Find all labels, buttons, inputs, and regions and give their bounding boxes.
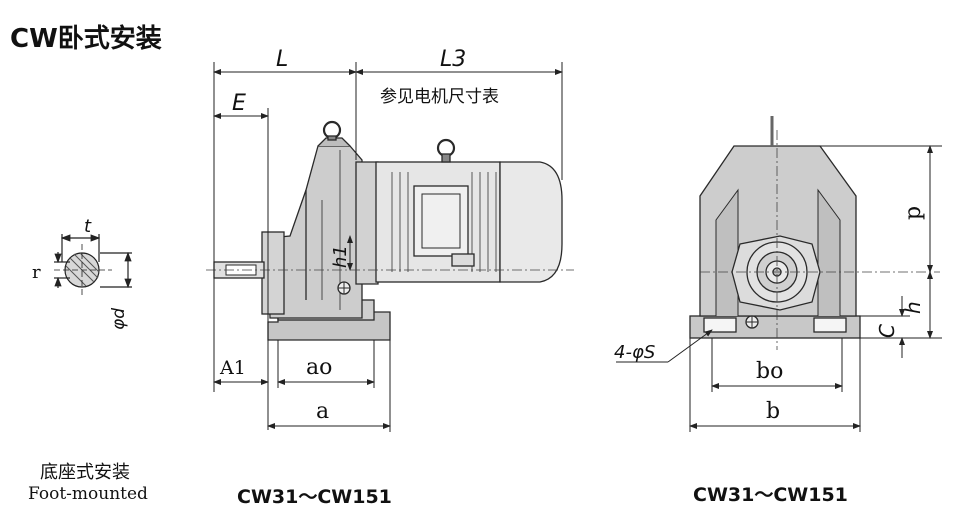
dim-label-d: φd (109, 308, 129, 330)
terminal-box (413, 185, 469, 257)
dim-label-ao: ao (306, 355, 332, 380)
dim-label-a: a (316, 399, 329, 424)
motor-fins (391, 172, 497, 272)
dim-label-L3: L3 (440, 47, 466, 72)
motor-adapter (355, 161, 379, 285)
mount-label-en: Foot-mounted (28, 484, 148, 504)
motor-fan-cover (499, 161, 563, 283)
mount-label-cn: 底座式安装 (40, 462, 130, 483)
side-view-drawing (213, 120, 563, 341)
front-view-dimensions (616, 145, 942, 432)
dim-label-holes: 4-φS (614, 342, 655, 363)
gearbox-flange (261, 231, 285, 315)
dim-label-t: t (84, 216, 92, 237)
shaft-section-detail (54, 234, 132, 296)
dim-label-A1: A1 (219, 357, 246, 379)
dim-label-L: L (276, 47, 288, 72)
dim-label-r: r (32, 262, 41, 283)
dim-label-C: C (875, 324, 899, 338)
dim-label-b: b (766, 399, 780, 424)
right-model-range: CW31～CW151 (693, 484, 848, 506)
page-title: CW卧式安装 (10, 24, 162, 54)
dim-label-p: p (901, 206, 926, 220)
dim-label-bo: bo (756, 359, 783, 384)
dim-label-E: E (232, 91, 246, 116)
motor-table-note: 参见电机尺寸表 (380, 87, 499, 107)
left-model-range: CW31～CW151 (237, 486, 392, 508)
front-view-drawing (689, 116, 861, 339)
side-view-dimensions (213, 62, 563, 432)
dim-label-h1: h1 (330, 245, 351, 268)
dim-label-h: h (901, 301, 925, 314)
